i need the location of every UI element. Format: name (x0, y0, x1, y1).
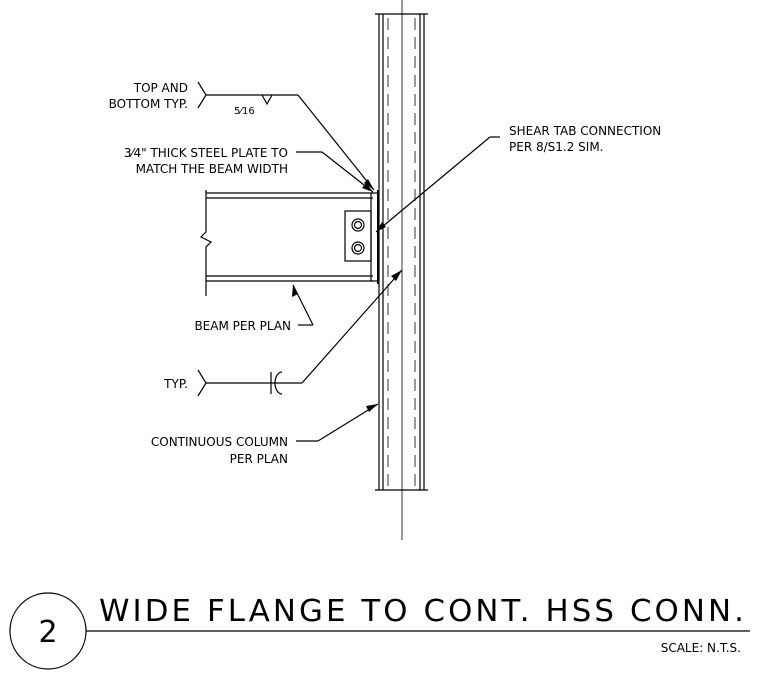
wide-flange-beam (199, 190, 373, 296)
column-leader (296, 403, 379, 442)
plate-note-line-1: 3⁄4" THICK STEEL PLATE TO (124, 146, 288, 160)
bolt (351, 218, 365, 232)
weld-note-line-2: BOTTOM TYP. (109, 97, 188, 111)
shear-tab-note-line-1: SHEAR TAB CONNECTION (509, 124, 661, 138)
detail-scale: SCALE: N.T.S. (661, 641, 741, 655)
end-plate (370, 192, 379, 282)
weld-symbol-typ (197, 269, 403, 397)
shear-tab-note-line-2: PER 8/S1.2 SIM. (509, 140, 604, 154)
detail-title: WIDE FLANGE TO CONT. HSS CONN. (99, 594, 747, 629)
typ-note: TYP. (163, 377, 188, 391)
shear-tab-leader (375, 136, 500, 233)
arrowhead (364, 179, 374, 190)
hss-column (375, 0, 428, 540)
weld-size-label: 5⁄16 (234, 106, 255, 117)
shear-tab-plate (344, 210, 372, 262)
arrowhead (391, 270, 402, 281)
arrowhead (292, 285, 298, 297)
weld-symbol-top (197, 81, 375, 191)
bolt (351, 241, 365, 255)
weld-note-line-1: TOP AND (133, 81, 188, 95)
arrowhead (362, 183, 373, 192)
detail-number: 2 (38, 615, 57, 650)
column-note-line-2: PER PLAN (230, 452, 288, 466)
beam-note: BEAM PER PLAN (194, 319, 291, 333)
plate-note-line-2: MATCH THE BEAM WIDTH (136, 162, 288, 176)
beam-break-line (199, 190, 213, 296)
arrowhead (366, 404, 378, 412)
column-note-line-1: CONTINUOUS COLUMN (151, 435, 288, 449)
plate-leader (296, 151, 374, 193)
arrowhead (376, 222, 386, 232)
